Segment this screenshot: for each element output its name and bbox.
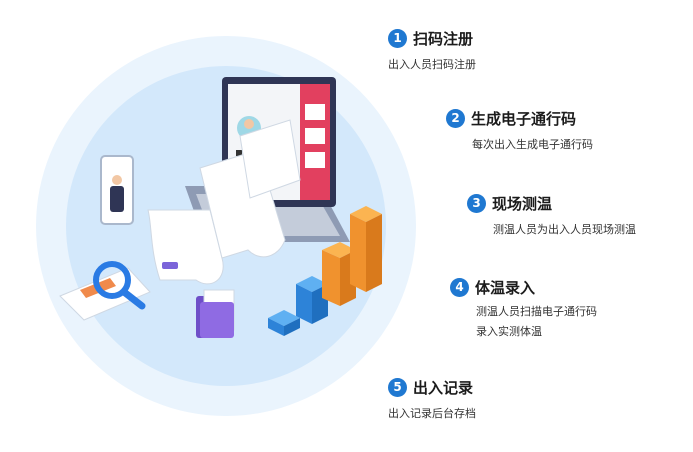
step-description: 出入记录后台存档 bbox=[388, 407, 476, 420]
step-number-badge: 5 bbox=[388, 377, 407, 397]
magnifier-icon bbox=[93, 261, 131, 299]
step-title: 出入记录 bbox=[413, 378, 474, 397]
step-number-badge: 2 bbox=[446, 108, 465, 128]
step-description: 每次出入生成电子通行码 bbox=[472, 138, 593, 151]
step-description: 录入实测体温 bbox=[476, 325, 542, 338]
bar-chart-graphic bbox=[268, 206, 382, 336]
step-number-badge: 1 bbox=[388, 28, 407, 48]
step-number-badge: 4 bbox=[450, 277, 469, 297]
paper-roll bbox=[147, 209, 224, 285]
step-title: 现场测温 bbox=[492, 194, 553, 213]
step-number-badge: 3 bbox=[467, 193, 486, 213]
step-5: 5 出入记录 出入记录后台存档 bbox=[388, 376, 476, 424]
step-description: 测温人员为出入人员现场测温 bbox=[493, 223, 636, 236]
step-3: 3 现场测温 测温人员为出入人员现场测温 bbox=[467, 192, 636, 240]
step-description: 测温人员扫描电子通行码 bbox=[476, 305, 597, 318]
step-title: 体温录入 bbox=[475, 278, 536, 297]
step-1: 1 扫码注册 出入人员扫码注册 bbox=[388, 27, 476, 75]
step-description: 出入人员扫码注册 bbox=[388, 58, 476, 71]
step-title: 生成电子通行码 bbox=[471, 109, 577, 128]
step-4: 4 体温录入 测温人员扫描电子通行码 录入实测体温 bbox=[450, 276, 597, 342]
step-title: 扫码注册 bbox=[413, 29, 474, 48]
step-2: 2 生成电子通行码 每次出入生成电子通行码 bbox=[446, 107, 593, 155]
